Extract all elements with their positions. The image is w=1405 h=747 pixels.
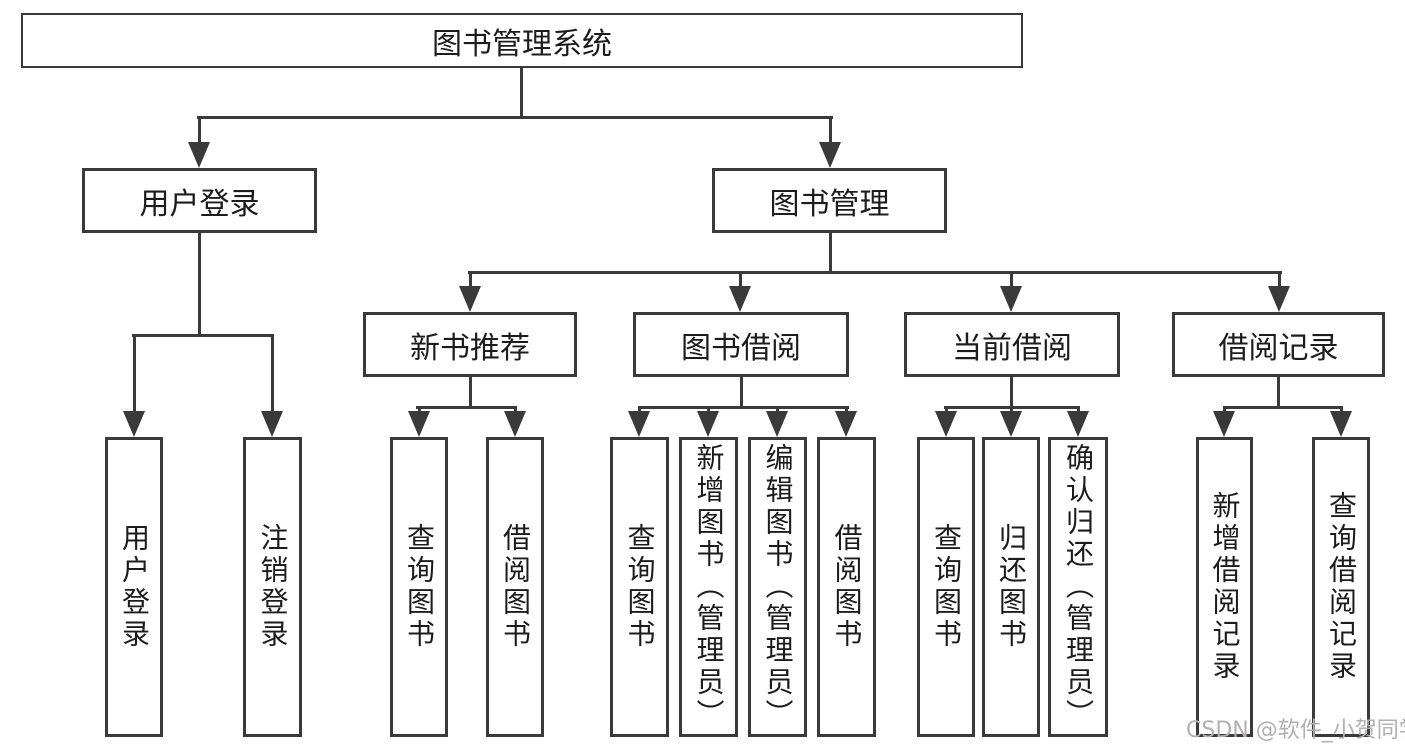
connector-vline	[133, 334, 136, 414]
node-book-borrowing: 图书借阅	[633, 312, 849, 377]
node-label: 借阅记录	[1218, 330, 1339, 366]
node-user-login-action: 用户登录	[105, 437, 163, 737]
connector-vline	[1277, 377, 1280, 408]
connector-hline	[416, 406, 517, 409]
node-logout: 注销登录	[243, 437, 302, 737]
connector-vline	[740, 377, 743, 408]
connector-vline	[198, 233, 201, 337]
arrow-head	[1000, 286, 1022, 312]
connector-vline	[1278, 271, 1281, 288]
connector-vline	[1010, 377, 1013, 408]
arrow-head	[1067, 411, 1089, 437]
arrow-head	[729, 286, 751, 312]
arrow-head	[1000, 411, 1022, 437]
arrow-head	[1330, 411, 1352, 437]
arrow-head	[697, 411, 719, 437]
arrow-head	[835, 411, 857, 437]
node-label: 编辑图书（管理员）	[761, 443, 795, 731]
node-label: 查询图书	[403, 523, 436, 651]
connector-hline	[638, 406, 849, 409]
arrow-head	[408, 411, 430, 437]
connector-vline	[739, 271, 742, 288]
node-library-management-system: 图书管理系统	[21, 13, 1023, 68]
arrow-head	[628, 411, 650, 437]
connector-hline	[468, 271, 1282, 274]
arrow-head	[123, 411, 145, 437]
arrow-head	[766, 411, 788, 437]
connector-vline	[469, 271, 472, 288]
node-label: 新书推荐	[410, 330, 530, 366]
connector-vline	[829, 233, 832, 273]
node-label: 借阅图书	[499, 523, 532, 651]
arrow-head	[935, 411, 957, 437]
node-label: 图书管理	[769, 186, 890, 222]
node-book-management: 图书管理	[712, 168, 947, 233]
node-label: 注销登录	[256, 523, 290, 651]
node-query-books-recommend: 查询图书	[390, 437, 448, 737]
node-edit-books-admin: 编辑图书（管理员）	[748, 437, 807, 737]
node-add-borrowing-record: 新增借阅记录	[1196, 437, 1253, 737]
node-label: 查询图书	[623, 523, 657, 651]
node-label: 借阅图书	[830, 523, 864, 651]
arrow-head	[261, 411, 283, 437]
arrow-head	[188, 142, 210, 168]
arrow-head	[459, 286, 481, 312]
connector-vline	[271, 334, 274, 414]
connector-hline	[1223, 406, 1343, 409]
connector-vline	[198, 116, 201, 144]
connector-vline	[1010, 271, 1013, 288]
connector-vline	[520, 68, 523, 118]
node-new-book-recommendation: 新书推荐	[363, 312, 577, 377]
node-label: 用户登录	[118, 523, 151, 651]
node-user-login: 用户登录	[82, 168, 317, 233]
node-label: 归还图书	[995, 523, 1028, 651]
watermark-text: CSDN @软件_小贺同学	[1186, 718, 1405, 743]
node-query-borrowing-record: 查询借阅记录	[1312, 437, 1370, 737]
arrow-head	[1213, 411, 1235, 437]
node-borrow-books-recommend: 借阅图书	[486, 437, 544, 737]
arrow-head	[1268, 286, 1290, 312]
connector-hline	[132, 334, 274, 337]
node-label: 图书借阅	[681, 330, 801, 366]
connector-vline	[469, 377, 472, 408]
node-label: 用户登录	[139, 186, 260, 222]
connector-hline	[197, 116, 833, 119]
node-label: 新增图书（管理员）	[692, 443, 726, 731]
node-label: 图书管理系统	[432, 26, 612, 62]
node-current-borrowing: 当前借阅	[904, 312, 1120, 377]
node-label: 查询图书	[930, 523, 963, 651]
node-return-books: 归还图书	[982, 437, 1040, 737]
node-borrow-books-borrowing: 借阅图书	[817, 437, 876, 737]
arrow-head	[504, 411, 526, 437]
node-borrowing-records: 借阅记录	[1172, 312, 1385, 377]
connector-vline	[829, 116, 832, 144]
arrow-head	[819, 142, 841, 168]
node-query-books-borrowing: 查询图书	[610, 437, 669, 737]
node-label: 新增借阅记录	[1208, 491, 1242, 683]
node-label: 确认归还（管理员）	[1062, 443, 1095, 731]
node-add-books-admin: 新增图书（管理员）	[679, 437, 738, 737]
node-query-books-current: 查询图书	[917, 437, 975, 737]
node-label: 查询借阅记录	[1325, 491, 1358, 683]
node-confirm-return-admin: 确认归还（管理员）	[1048, 437, 1108, 737]
node-label: 当前借阅	[952, 330, 1072, 366]
